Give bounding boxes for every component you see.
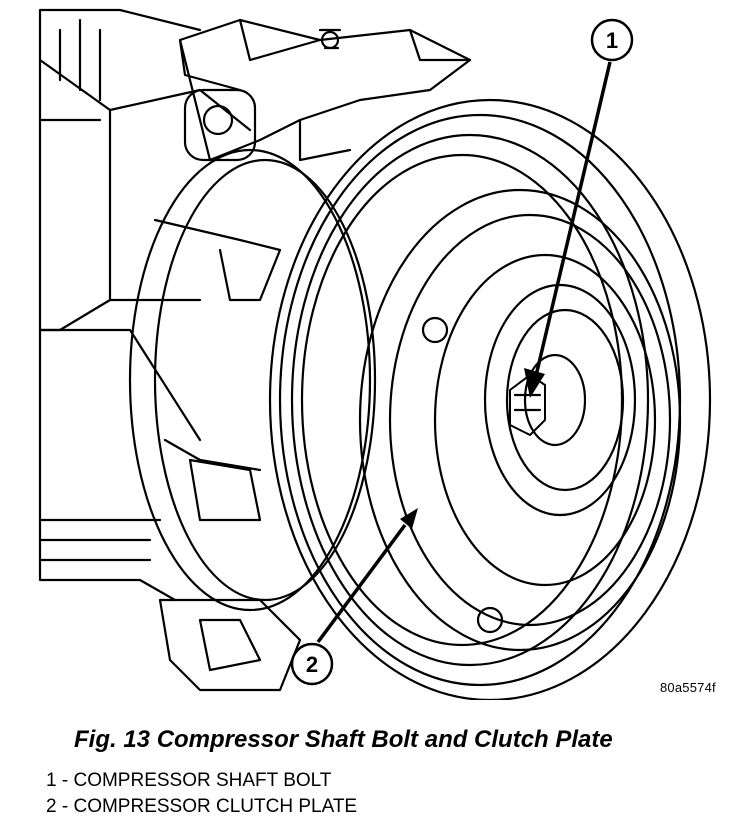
clutch-hub: [483, 283, 637, 517]
callout-2-number: 2: [306, 652, 318, 677]
callout-2: 2: [290, 508, 418, 686]
legend-number: 2: [46, 796, 57, 817]
legend-item-clutch-plate: 2 - COMPRESSOR CLUTCH PLATE: [46, 796, 357, 818]
figure-caption: Fig. 13 Compressor Shaft Bolt and Clutch…: [74, 726, 613, 753]
compressor-boss: [183, 88, 257, 162]
housing-fins: [38, 18, 162, 562]
legend-separator: -: [56, 770, 74, 791]
callout-2-leader: [316, 523, 407, 644]
legend-text: COMPRESSOR SHAFT BOLT: [73, 770, 332, 791]
legend-separator: -: [56, 796, 74, 817]
legend-text: COMPRESSOR CLUTCH PLATE: [73, 796, 358, 817]
mounting-foot: [158, 598, 302, 692]
pulley-outer: [268, 98, 712, 700]
legend-item-shaft-bolt: 1 - COMPRESSOR SHAFT BOLT: [46, 770, 331, 792]
clutch-plate: [358, 188, 682, 652]
compressor-illustration: 1 2: [38, 8, 712, 700]
callout-1-arrowhead: [524, 368, 545, 398]
callout-1: 1: [524, 18, 634, 398]
rivet-top: [421, 316, 449, 344]
callout-1-leader: [533, 61, 612, 381]
callout-1-number: 1: [606, 28, 618, 53]
mounting-bracket: [178, 18, 472, 162]
figure-id: 80a5574f: [660, 680, 716, 695]
rivet-bottom: [476, 606, 504, 634]
legend-number: 1: [46, 770, 57, 791]
stator-body: [128, 148, 372, 612]
callout-2-arrowhead: [400, 508, 418, 529]
